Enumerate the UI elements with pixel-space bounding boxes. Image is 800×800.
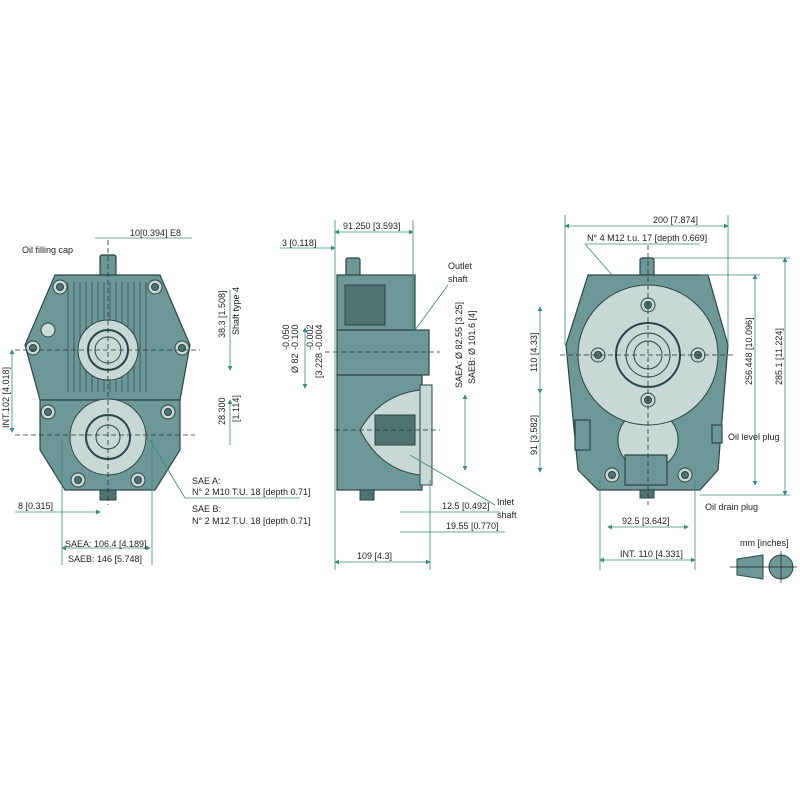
tolerance-1b: -0.100 bbox=[290, 324, 300, 350]
sae-a-spec: N° 2 M10 T.U. 18 [depth 0.71] bbox=[192, 487, 311, 497]
oil-filling-cap-label: Oil filling cap bbox=[22, 245, 73, 255]
key-width-dim: 8 [0.315] bbox=[18, 501, 53, 511]
sae-a-title: SAE A: bbox=[192, 476, 221, 486]
saeb-diameter: SAEB: Ø 101.6 [4] bbox=[467, 310, 477, 384]
inlet-shaft-label: Inlet bbox=[497, 497, 515, 507]
offset-dim: 3 [0.118] bbox=[282, 238, 316, 248]
saea-diameter: SAEA: Ø 82.55 [3.25] bbox=[454, 302, 464, 388]
saea-width-dim: SAEA: 106.4 [4.189] bbox=[65, 539, 147, 549]
shaft-height-dim: 38.3 [1.508] bbox=[217, 290, 227, 338]
shaft-type-label: Shaft type 4 bbox=[231, 287, 241, 335]
tolerance-1a: -0.050 bbox=[281, 324, 291, 350]
diameter-dim: Ø 82 bbox=[290, 353, 300, 373]
sae-b-spec: N° 2 M12 T.U. 18 [depth 0.71] bbox=[192, 516, 311, 526]
width-top-dim: 91.250 [3.593] bbox=[343, 221, 401, 231]
rear-width-dim: 200 [7.874] bbox=[653, 215, 698, 225]
rear-view: 200 [7.874] N° 4 M12 t.u. 17 [depth 0.66… bbox=[529, 215, 790, 570]
sae-b-title: SAE B: bbox=[192, 504, 221, 514]
int-width-dim: INT. 110 [4.331] bbox=[620, 549, 683, 559]
front-view: Oil filling cap 10[0.394] E8 38.3 [1.508… bbox=[1, 228, 311, 565]
projection-legend: mm [inches] bbox=[730, 538, 797, 583]
shaft-key-dim: 10[0.394] E8 bbox=[130, 228, 181, 238]
height-dim-1: 256.448 [10.096] bbox=[744, 317, 754, 385]
dim-19-55: 19.55 [0.770] bbox=[446, 521, 499, 531]
dim-12-5: 12.5 [0.492] bbox=[442, 501, 490, 511]
bolt-spacing-dim: 92.5 [3.642] bbox=[622, 516, 670, 526]
offset-dim-inch: [1.114] bbox=[231, 395, 241, 422]
upper-dim: 110 [4.33] bbox=[529, 333, 539, 372]
outlet-shaft-label: Outlet bbox=[448, 261, 473, 271]
holes-spec: N° 4 M12 t.u. 17 [depth 0.669] bbox=[587, 233, 707, 243]
tolerance-2b: -0.004 bbox=[314, 324, 324, 350]
lower-dim: 91 [3.582] bbox=[529, 415, 539, 455]
diameter-inch: [3.228 bbox=[314, 353, 324, 378]
units-label: mm [inches] bbox=[740, 538, 789, 548]
side-view: 91.250 [3.593] 3 [0.118] Outlet shaft -0… bbox=[280, 220, 517, 570]
int-distance-dim: INT.102 [4.018] bbox=[1, 367, 11, 428]
tolerance-2a: -0.002 bbox=[305, 324, 315, 350]
inlet-shaft-label-2: shaft bbox=[497, 510, 517, 520]
oil-level-plug-label: Oil level plug bbox=[728, 432, 780, 442]
saeb-width-dim: SAEB: 146 [5.748] bbox=[68, 554, 142, 564]
outlet-shaft-label-2: shaft bbox=[448, 274, 468, 284]
oil-drain-plug-label: Oil drain plug bbox=[705, 502, 758, 512]
height-dim-2: 285.1 [11.224] bbox=[774, 328, 784, 385]
total-depth-dim: 109 [4.3] bbox=[357, 551, 392, 561]
offset-dim: 28.300 bbox=[217, 397, 227, 425]
